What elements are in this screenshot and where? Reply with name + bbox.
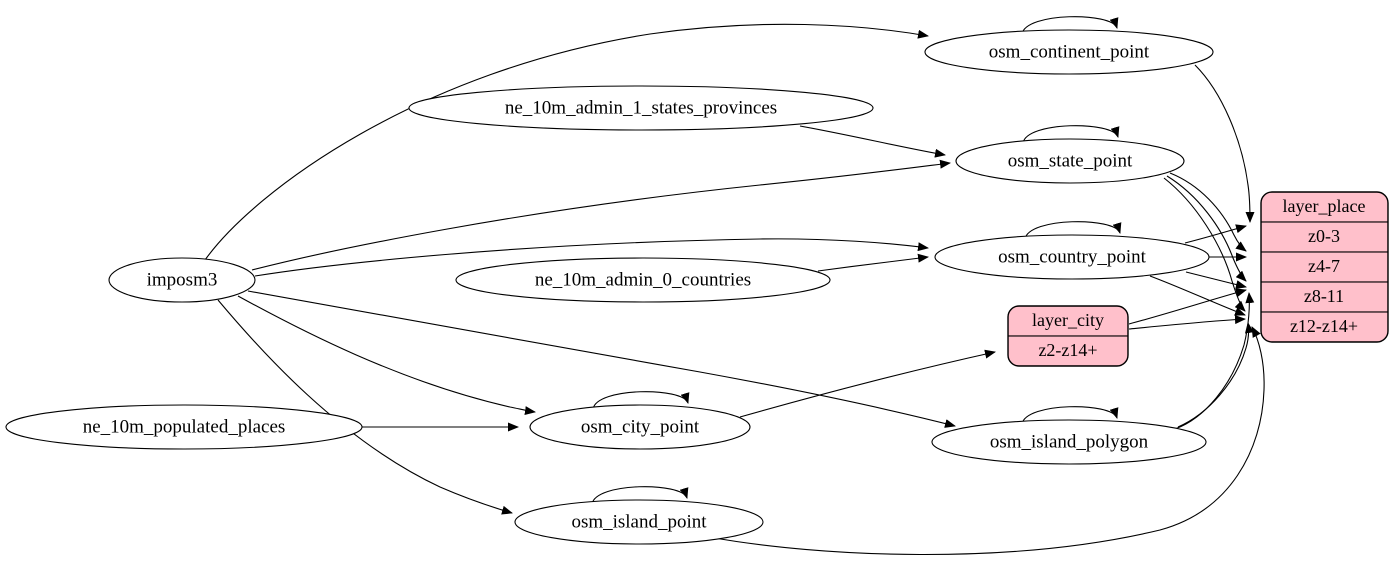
- edge-ne_admin1-to-osm_state_point: [799, 125, 946, 158]
- edge-self-osm_continent_point: [1021, 16, 1119, 35]
- table-border-layer_place: [1260, 191, 1389, 343]
- node-label: ne_10m_admin_1_states_provinces: [505, 97, 777, 118]
- node-shape[interactable]: [408, 85, 874, 131]
- node-shape[interactable]: [955, 138, 1185, 184]
- edge-osm_country_point-to-layer_place-z12-z14+: [1149, 275, 1246, 316]
- node-shape[interactable]: [529, 404, 751, 450]
- node-label: osm_country_point: [998, 246, 1146, 267]
- node-shape[interactable]: [924, 29, 1214, 75]
- node-label: osm_island_point: [571, 511, 707, 532]
- table-border-layer_city: [1007, 305, 1129, 367]
- table-layer-city[interactable]: layer_city z2-z14+: [1007, 305, 1129, 367]
- edge-layer: [204, 16, 1265, 556]
- node-osm_continent_point[interactable]: osm_continent_point: [924, 29, 1214, 75]
- edge-imposm3-to-osm_island_polygon: [247, 290, 956, 428]
- edge-imposm3-to-osm_state_point: [251, 159, 951, 271]
- node-label: osm_city_point: [581, 416, 700, 437]
- edge-self-osm_city_point: [592, 391, 690, 410]
- table-cell-label: z0-3: [1308, 226, 1340, 246]
- table-cell-label: z4-7: [1308, 256, 1340, 276]
- node-shape[interactable]: [934, 234, 1210, 280]
- table-cell-label: z12-z14+: [1290, 316, 1358, 336]
- node-osm_city_point[interactable]: osm_city_point: [529, 404, 751, 450]
- edge-self-osm_country_point: [1024, 221, 1122, 240]
- edge-osm_country_point-to-layer_place-z8-11: [1185, 271, 1247, 289]
- node-ne_10m_admin_0_countries[interactable]: ne_10m_admin_0_countries: [455, 257, 831, 303]
- node-shape[interactable]: [5, 404, 363, 450]
- table-cell-label: layer_place: [1283, 196, 1366, 216]
- edge-osm_state_point-to-layer_place-z12-z14+: [1163, 177, 1246, 312]
- edge-osm_state_point-to-layer_place-z4-7: [1169, 172, 1247, 252]
- edge-imposm3-to-osm_city_point: [237, 295, 536, 416]
- node-osm_island_polygon[interactable]: osm_island_polygon: [931, 419, 1207, 465]
- node-ne_10m_admin_1_states_provinces[interactable]: ne_10m_admin_1_states_provinces: [408, 85, 874, 131]
- node-layer: imposm3 ne_10m_admin_1_states_provinces …: [5, 29, 1214, 545]
- node-osm_island_point[interactable]: osm_island_point: [514, 499, 764, 545]
- node-shape[interactable]: [455, 257, 831, 303]
- edge-imposm3-to-osm_country_point: [254, 238, 929, 277]
- edge-osm_island_polygon-to-layer_place-z12-z14+: [1177, 322, 1254, 428]
- node-label: osm_island_polygon: [990, 431, 1149, 452]
- table-layer-place[interactable]: layer_place z0-3 z4-7 z8-11 z12-z14+: [1260, 191, 1389, 343]
- table-row-layer_place-header[interactable]: [1261, 192, 1388, 223]
- table-cell-label: z2-z14+: [1038, 340, 1097, 360]
- node-label: ne_10m_admin_0_countries: [535, 269, 751, 290]
- edge-layer_city-to-layer_place-z8-11: [1128, 288, 1247, 325]
- node-shape[interactable]: [514, 499, 764, 545]
- table-cell-label: layer_city: [1032, 310, 1104, 330]
- node-label: ne_10m_populated_places: [83, 416, 286, 437]
- node-osm_state_point[interactable]: osm_state_point: [955, 138, 1185, 184]
- table-row-layer_place-z12-z14+[interactable]: [1261, 311, 1388, 342]
- edge-osm_state_point-to-layer_place-z8-11: [1166, 175, 1247, 282]
- edge-osm_island_polygon-to-layer_place-z8-11: [1174, 292, 1255, 430]
- node-imposm3[interactable]: imposm3: [108, 257, 256, 303]
- edge-osm_continent_point-to-layer_place-z0-3: [1194, 64, 1255, 223]
- edge-osm_island_point-to-layer_place-z12-z14+: [708, 326, 1265, 556]
- table-row-layer_place-z0-3[interactable]: [1261, 221, 1388, 253]
- node-label: imposm3: [147, 269, 218, 290]
- edge-layer_city-to-layer_place-z12-z14+: [1128, 315, 1246, 330]
- table-row-layer_place-z4-7[interactable]: [1261, 251, 1388, 283]
- edge-imposm3-to-osm_island_point: [217, 299, 513, 515]
- node-shape[interactable]: [108, 257, 256, 303]
- node-osm_country_point[interactable]: osm_country_point: [934, 234, 1210, 280]
- table-row-layer_city-z2-z14+[interactable]: [1008, 335, 1128, 366]
- node-label: osm_state_point: [1008, 150, 1133, 171]
- node-shape[interactable]: [931, 419, 1207, 465]
- node-ne_10m_populated_places[interactable]: ne_10m_populated_places: [5, 404, 363, 450]
- node-label: osm_continent_point: [989, 41, 1150, 62]
- edge-osm_country_point-to-layer_place-z0-3: [1184, 224, 1247, 244]
- edge-self-osm_state_point: [1022, 125, 1120, 144]
- edge-self-osm_island_polygon: [1021, 406, 1119, 425]
- edge-self-osm_island_point: [591, 486, 689, 505]
- table-cell-label: z8-11: [1304, 286, 1344, 306]
- edge-osm_city_point-to-layer_city-z2-z14+: [739, 349, 996, 418]
- edge-ne_admin0-to-osm_country_point: [817, 253, 929, 272]
- edge-imposm3-to-osm_continent_point: [204, 23, 929, 261]
